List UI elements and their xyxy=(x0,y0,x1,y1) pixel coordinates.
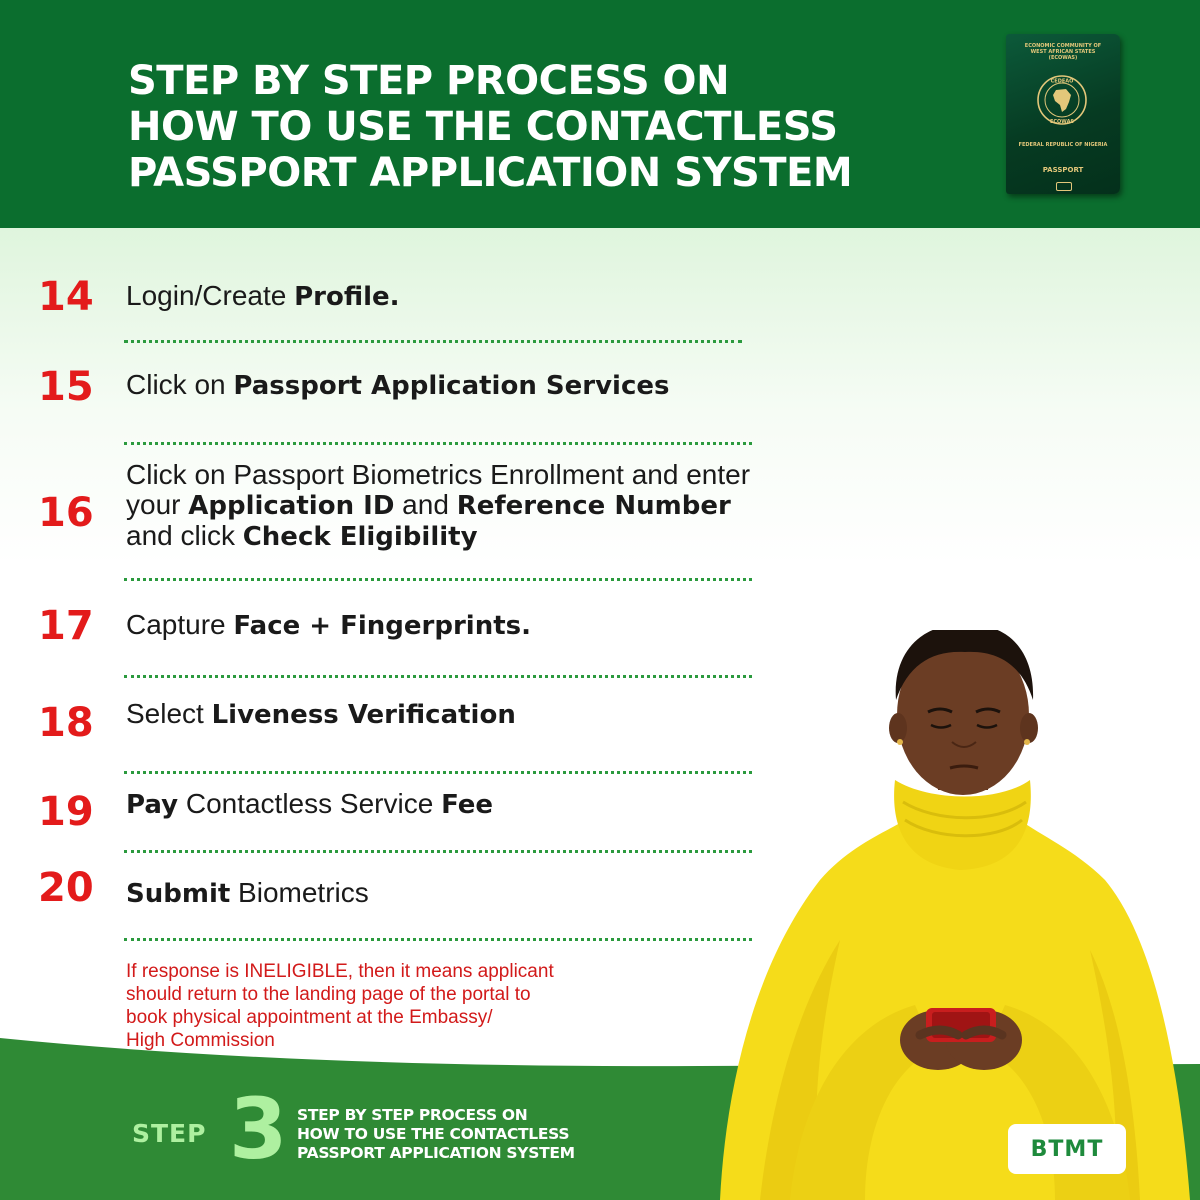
dotted-divider xyxy=(124,771,752,774)
footer-title-line: STEP BY STEP PROCESS ON xyxy=(297,1106,528,1124)
dotted-divider xyxy=(124,675,752,678)
step-text: Login/Create Profile. xyxy=(126,280,886,313)
emblem-text-bottom: ECOWAS xyxy=(1050,119,1074,125)
step-text-regular: Click on xyxy=(126,369,234,400)
note-line: should return to the landing page of the… xyxy=(126,984,531,1005)
step-text: Pay Contactless Service Fee xyxy=(126,788,886,821)
step-text-regular: your xyxy=(126,489,189,520)
header-banner: STEP BY STEP PROCESS ON HOW TO USE THE C… xyxy=(0,0,1200,228)
step-text-regular: Capture xyxy=(126,609,234,640)
step-text-regular: and click xyxy=(126,520,243,551)
step-number: 17 xyxy=(38,603,94,649)
step-text-regular: Click on Passport Biometrics Enrollment … xyxy=(126,459,751,490)
footer-step-label: STEP xyxy=(132,1119,207,1148)
footer-step-number: 3 xyxy=(229,1080,288,1178)
step-text-regular: Contactless Service xyxy=(178,788,442,819)
passport-issuer-line: (ECOWAS) xyxy=(1048,55,1078,61)
step-text-bold: Passport Application Services xyxy=(233,371,670,401)
woman-with-phone-image xyxy=(720,630,1190,1200)
passport-image: ECONOMIC COMMUNITY OF WEST AFRICAN STATE… xyxy=(1006,34,1120,194)
step-text-line: Submit Biometrics xyxy=(126,877,886,910)
step-text: Click on Passport Biometrics Enrollment … xyxy=(126,460,886,553)
footer-title-line: HOW TO USE THE CONTACTLESS xyxy=(297,1125,570,1143)
passport-country: FEDERAL REPUBLIC OF NIGERIA xyxy=(1018,142,1108,148)
step-text-line: your Application ID and Reference Number xyxy=(126,489,886,522)
dotted-divider xyxy=(124,578,752,581)
step-text-bold: Submit xyxy=(126,879,231,909)
step-number: 14 xyxy=(38,274,94,320)
passport-issuer: ECONOMIC COMMUNITY OF WEST AFRICAN STATE… xyxy=(1010,43,1116,61)
step-text-line: Select Liveness Verification xyxy=(126,698,886,731)
title-line: STEP BY STEP PROCESS ON xyxy=(128,58,730,104)
step-text-line: Click on Passport Application Services xyxy=(126,369,886,402)
dotted-divider xyxy=(124,938,752,941)
step-number: 15 xyxy=(38,364,94,410)
btmt-logo: BTMT xyxy=(1008,1124,1126,1174)
step-text-line: and click Check Eligibility xyxy=(126,520,886,553)
step-text-line: Login/Create Profile. xyxy=(126,280,886,313)
step-text-line: Pay Contactless Service Fee xyxy=(126,788,886,821)
step-text: Submit Biometrics xyxy=(126,877,886,910)
title-line: HOW TO USE THE CONTACTLESS xyxy=(128,104,838,150)
step-text-bold: Profile. xyxy=(294,282,400,312)
step-text-regular: Login/Create xyxy=(126,280,295,311)
step-text-regular: Select xyxy=(126,698,212,729)
step-text: Capture Face + Fingerprints. xyxy=(126,609,886,642)
step-number: 18 xyxy=(38,700,94,746)
footer-title-line: PASSPORT APPLICATION SYSTEM xyxy=(297,1144,575,1162)
passport-issuer-line: ECONOMIC COMMUNITY OF xyxy=(1024,43,1102,49)
note-line: High Commission xyxy=(126,1030,275,1051)
step-number: 16 xyxy=(38,490,94,536)
dotted-divider xyxy=(124,442,752,445)
passport-issuer-line: WEST AFRICAN STATES xyxy=(1030,49,1096,55)
step-text-bold: Reference Number xyxy=(456,491,731,521)
step-number: 20 xyxy=(38,865,94,911)
step-text-regular: Biometrics xyxy=(230,877,369,908)
title-line: PASSPORT APPLICATION SYSTEM xyxy=(128,150,853,196)
step-text-bold: Application ID xyxy=(188,491,395,521)
note-line: book physical appointment at the Embassy… xyxy=(126,1007,493,1028)
page-title: STEP BY STEP PROCESS ON HOW TO USE THE C… xyxy=(128,58,968,196)
step-text-line: Capture Face + Fingerprints. xyxy=(126,609,886,642)
ineligible-note: If response is INELIGIBLE, then it means… xyxy=(126,960,626,1052)
step-text-line: Click on Passport Biometrics Enrollment … xyxy=(126,460,886,490)
step-text-bold: Face + Fingerprints. xyxy=(233,611,532,641)
biometric-chip-icon xyxy=(1056,182,1072,191)
step-text-bold: Liveness Verification xyxy=(211,700,516,730)
emblem-text-top: CEDEAO xyxy=(1051,79,1074,85)
ecowas-emblem-icon: CEDEAO ECOWAS xyxy=(1037,75,1087,125)
step-text-regular: and xyxy=(394,489,457,520)
step-text-bold: Check Eligibility xyxy=(242,522,478,552)
dotted-divider xyxy=(124,340,742,343)
note-line: If response is INELIGIBLE, then it means… xyxy=(126,961,554,982)
step-text: Select Liveness Verification xyxy=(126,698,886,731)
step-text-bold: Pay xyxy=(126,790,179,820)
passport-label: PASSPORT xyxy=(1042,166,1084,174)
dotted-divider xyxy=(124,850,752,853)
step-text-bold: Fee xyxy=(441,790,494,820)
footer-title: STEP BY STEP PROCESS ON HOW TO USE THE C… xyxy=(297,1106,575,1163)
step-text: Click on Passport Application Services xyxy=(126,369,886,402)
step-number: 19 xyxy=(38,789,94,835)
